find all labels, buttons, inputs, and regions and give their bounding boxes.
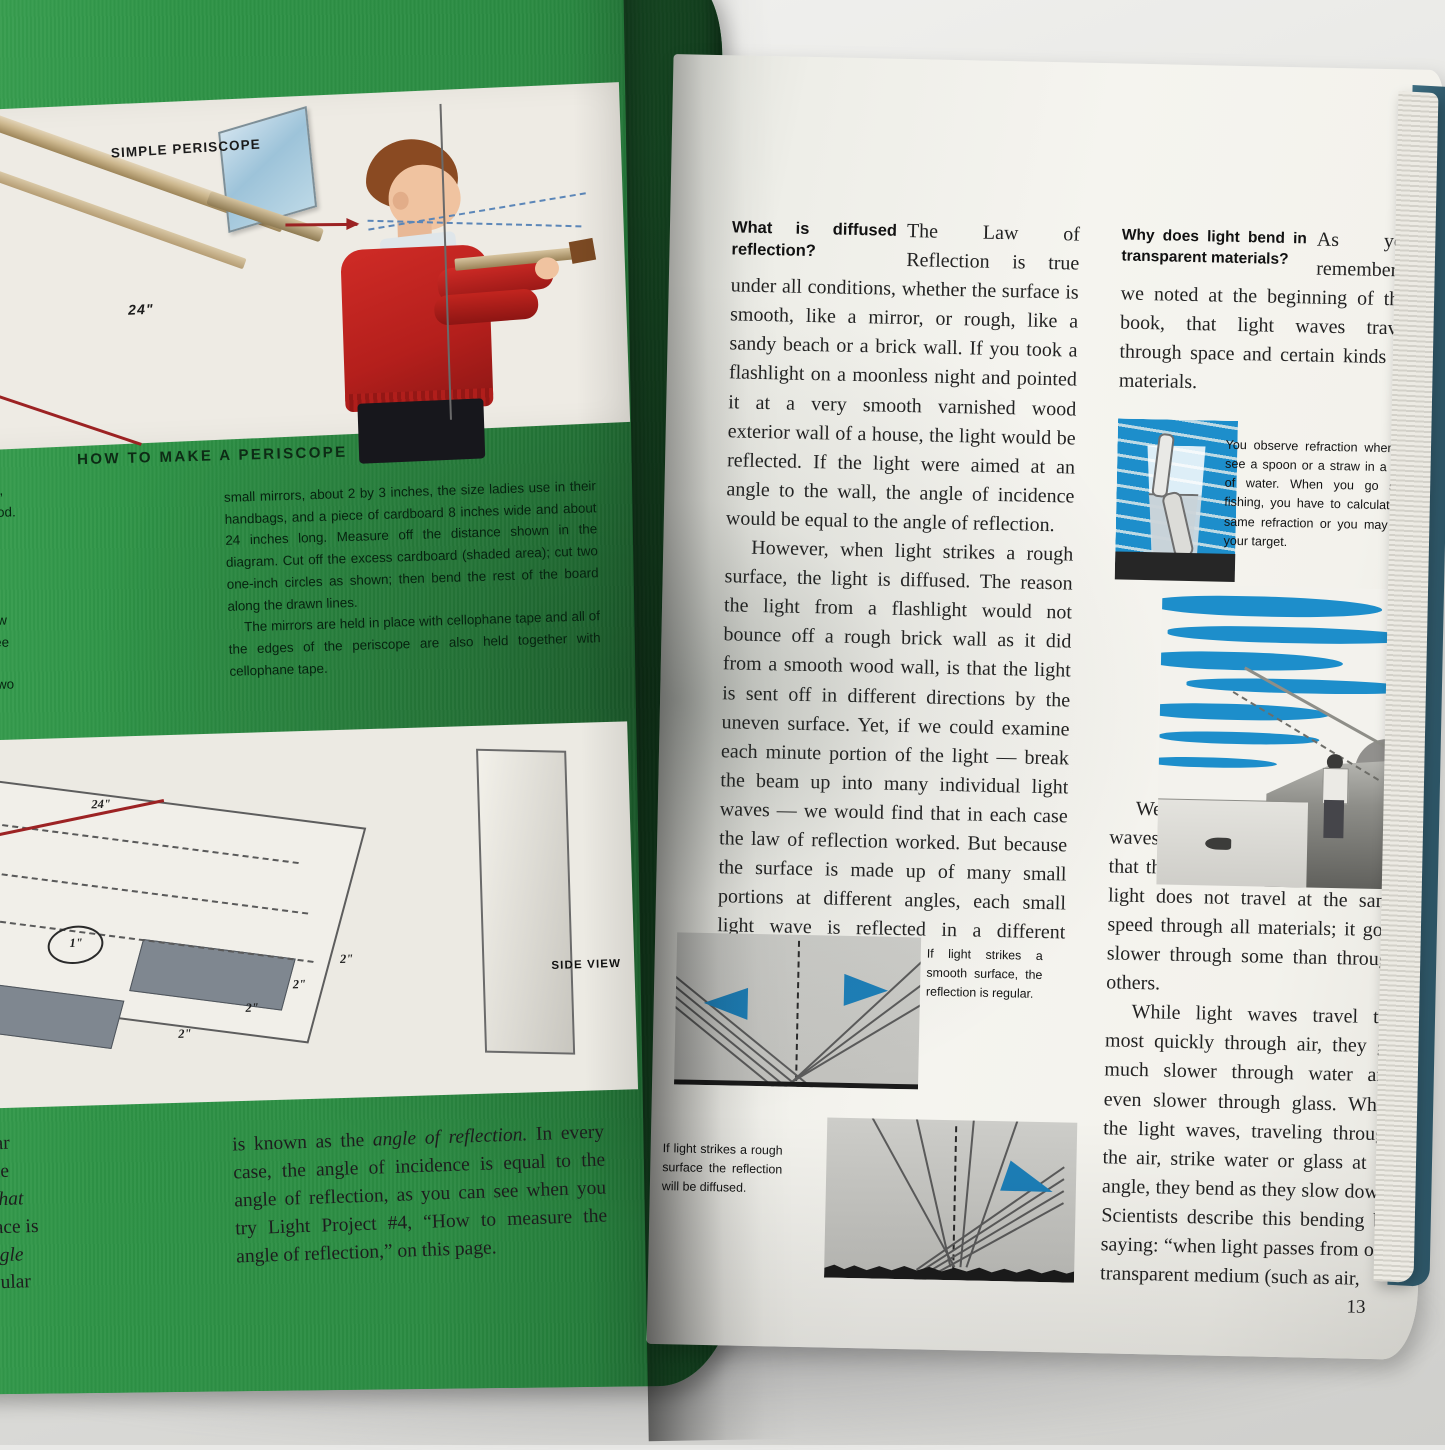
blue-arrow-rough-incoming <box>1000 1160 1058 1208</box>
green-col2-paragraph-1: small mirrors, about 2 by 3 inches, the … <box>223 478 599 614</box>
side-view-periscope-prism <box>476 748 576 1055</box>
fisherman-body <box>1322 767 1349 805</box>
left-col-p1-text: The Law of Reflection is true under all … <box>725 220 1081 537</box>
caption-rough-surface: If light strikes a rough surface the ref… <box>661 1141 783 1196</box>
fish <box>1205 837 1232 850</box>
lp-bottom2-pre: is known as the <box>231 1129 374 1156</box>
simple-periscope-illustration: SIMPLE PERISCOPE 24" <box>0 30 631 464</box>
dimension-label-2in-d: 2" <box>339 951 354 967</box>
glass-of-water-refraction-illustration <box>1114 418 1240 611</box>
dimension-label-2in-a: 2" <box>177 1026 192 1041</box>
left-col-paragraph-1: What is diffused reflection?The Law of R… <box>726 213 1081 540</box>
rough-reflected-ray-2 <box>911 1117 952 1268</box>
dimension-label-24in: 24" <box>91 796 112 812</box>
boy-pants <box>357 398 486 464</box>
right-page-content: What is diffused reflection?The Law of R… <box>647 54 1444 1360</box>
rough-reflected-ray-1 <box>871 1117 955 1268</box>
red-ray-arrow-bottom <box>0 316 142 446</box>
right-page: What is diffused reflection?The Law of R… <box>646 54 1444 1360</box>
dimension-label-2in-c: 2" <box>292 977 307 992</box>
normal-line-smooth <box>795 940 801 1081</box>
smooth-surface-reflection-diagram <box>674 932 922 1090</box>
caption-smooth-surface: If light strikes a smooth surface, the r… <box>925 946 1043 1002</box>
left-page-bottom-column-1: ray and a perpendicular surface is known… <box>0 1125 167 1303</box>
label-side-view: SIDE VIEW <box>551 957 622 972</box>
river-water <box>1156 798 1309 889</box>
periscope-instructions-column-1: cope requires only a small mirror, eet l… <box>0 475 167 701</box>
sidehead-why-does-light-bend: Why does light bend in transparent mater… <box>1121 226 1308 269</box>
spear-fishing-illustration <box>1156 584 1421 890</box>
left-col-paragraph-2: However, when light strikes a rough surf… <box>717 536 1074 967</box>
dimension-label-2in-b: 2" <box>245 1000 259 1015</box>
periscope-stick-shadow <box>0 85 247 270</box>
label-stick-length: 24" <box>127 300 154 318</box>
rough-surface-reflection-diagram <box>824 1117 1078 1283</box>
boy-hand <box>534 256 560 280</box>
left-page-bottom-column-2: is known as the angle of reflection. In … <box>232 1119 609 1271</box>
table-surface-block <box>1114 551 1236 582</box>
periscope-instructions-column-2: small mirrors, about 2 by 3 inches, the … <box>224 475 602 682</box>
blue-arrow-outgoing <box>843 973 889 1007</box>
boy-held-block <box>568 237 597 264</box>
reflected-ray-3 <box>791 945 922 1083</box>
page-number: 13 <box>1346 1296 1366 1318</box>
lp-bottom2-italic: angle of reflection. <box>372 1124 528 1151</box>
left-page: SIMPLE PERISCOPE 24" <box>0 0 739 1395</box>
fisherman-legs <box>1323 799 1345 839</box>
sidehead-what-is-diffused-reflection: What is diffused reflection? <box>731 218 898 261</box>
incident-ray-1 <box>674 968 822 1090</box>
right-page-left-column: What is diffused reflection?The Law of R… <box>716 213 1081 977</box>
boy-figure-illustration <box>290 103 597 464</box>
dimension-label-1in: 1" <box>69 935 83 951</box>
blue-arrow-incoming <box>703 986 749 1020</box>
right-col-paragraph-1: Why does light bend in transparent mater… <box>1119 222 1415 403</box>
right-col-paragraph-3: While light waves travel the most quickl… <box>1099 1001 1398 1290</box>
lp-bottom2-paragraph: is known as the angle of reflection. In … <box>232 1119 609 1271</box>
green-col2-paragraph-2: The mirrors are held in place with cello… <box>228 608 601 679</box>
